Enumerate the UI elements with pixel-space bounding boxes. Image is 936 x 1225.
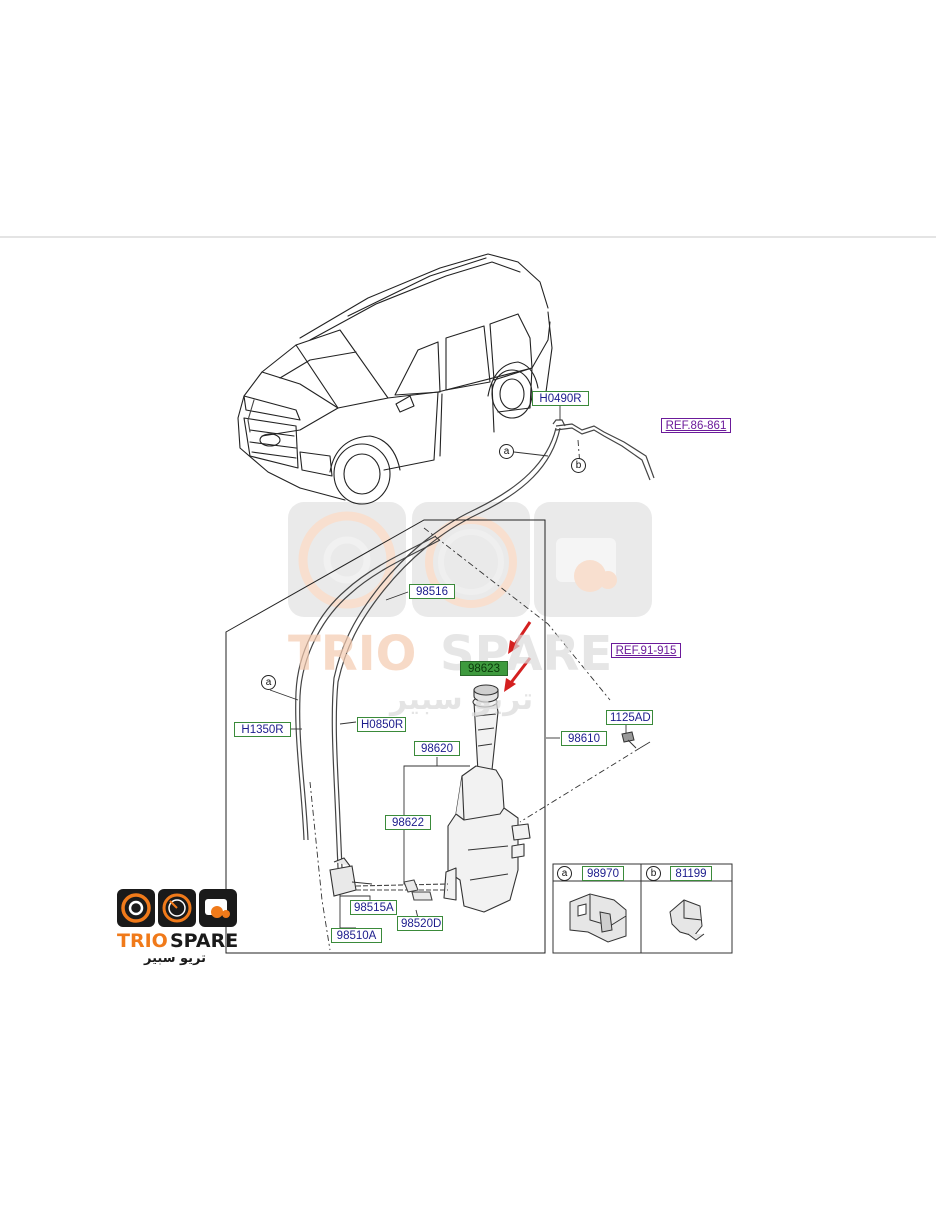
clip-98970 <box>569 893 627 943</box>
logo-icons <box>117 889 237 927</box>
washer-reservoir <box>443 696 531 913</box>
inset-part-98970[interactable]: 98970 <box>582 866 624 881</box>
callout-98515a[interactable]: 98515A <box>350 900 397 915</box>
logo-brand-left: TRIO <box>117 930 168 952</box>
reservoir-cap <box>473 684 499 703</box>
marker-a-top: a <box>499 444 514 459</box>
highlight-arrows <box>504 621 532 692</box>
inset-marker-b: b <box>646 866 661 881</box>
washer-hoses <box>295 419 655 869</box>
callout-1125ad[interactable]: 1125AD <box>606 710 653 725</box>
leader-lines <box>309 439 641 951</box>
watermark-icons <box>288 502 652 617</box>
inset-part-81199[interactable]: 81199 <box>670 866 712 881</box>
check-valves <box>355 879 449 901</box>
marker-a-left: a <box>261 675 276 690</box>
callout-98520d[interactable]: 98520D <box>397 916 443 931</box>
callout-ref-86-861[interactable]: REF.86-861 <box>661 418 731 433</box>
callout-98516[interactable]: 98516 <box>409 584 455 599</box>
callout-ref-91-915[interactable]: REF.91-915 <box>611 643 681 658</box>
marker-b-top: b <box>571 458 586 473</box>
callout-h0850r[interactable]: H0850R <box>357 717 406 732</box>
watermark-arabic: تريو سبير <box>390 682 534 717</box>
callout-98620[interactable]: 98620 <box>414 741 460 756</box>
inset-marker-a: a <box>557 866 572 881</box>
callout-98622[interactable]: 98622 <box>385 815 431 830</box>
inset-box <box>552 863 733 954</box>
vehicle-illustration <box>237 253 553 505</box>
callout-98623[interactable]: 98623 <box>460 661 508 676</box>
callout-h0490r[interactable]: H0490R <box>532 391 589 406</box>
logo-arabic: تريو سبير <box>144 951 207 966</box>
callout-h1350r[interactable]: H1350R <box>234 722 291 737</box>
watermark-brand-left: TRIO <box>288 626 417 682</box>
logo-brand-right: SPARE <box>170 930 239 952</box>
bolt-part <box>621 731 637 749</box>
clip-81199 <box>669 899 705 941</box>
callout-98610[interactable]: 98610 <box>561 731 607 746</box>
callout-98510a[interactable]: 98510A <box>331 928 382 943</box>
